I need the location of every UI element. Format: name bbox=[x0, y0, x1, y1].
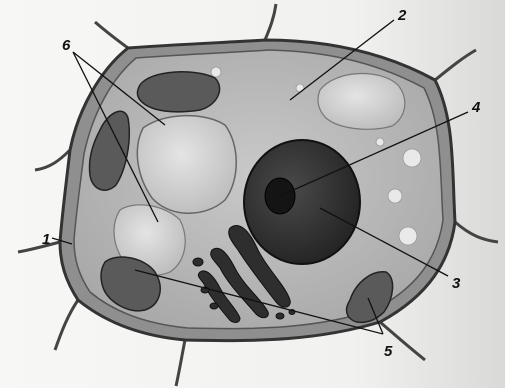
vacuole bbox=[137, 116, 236, 214]
callout-label-6: 6 bbox=[62, 38, 70, 53]
plastid-top bbox=[137, 72, 219, 112]
callout-label-5: 5 bbox=[384, 344, 392, 359]
callout-label-3: 3 bbox=[452, 276, 460, 291]
callout-label-1: 1 bbox=[42, 232, 50, 247]
callout-label-4: 4 bbox=[472, 100, 480, 115]
vacuole-right bbox=[318, 74, 405, 130]
callout-label-2: 2 bbox=[398, 8, 406, 23]
nucleus bbox=[244, 140, 360, 264]
